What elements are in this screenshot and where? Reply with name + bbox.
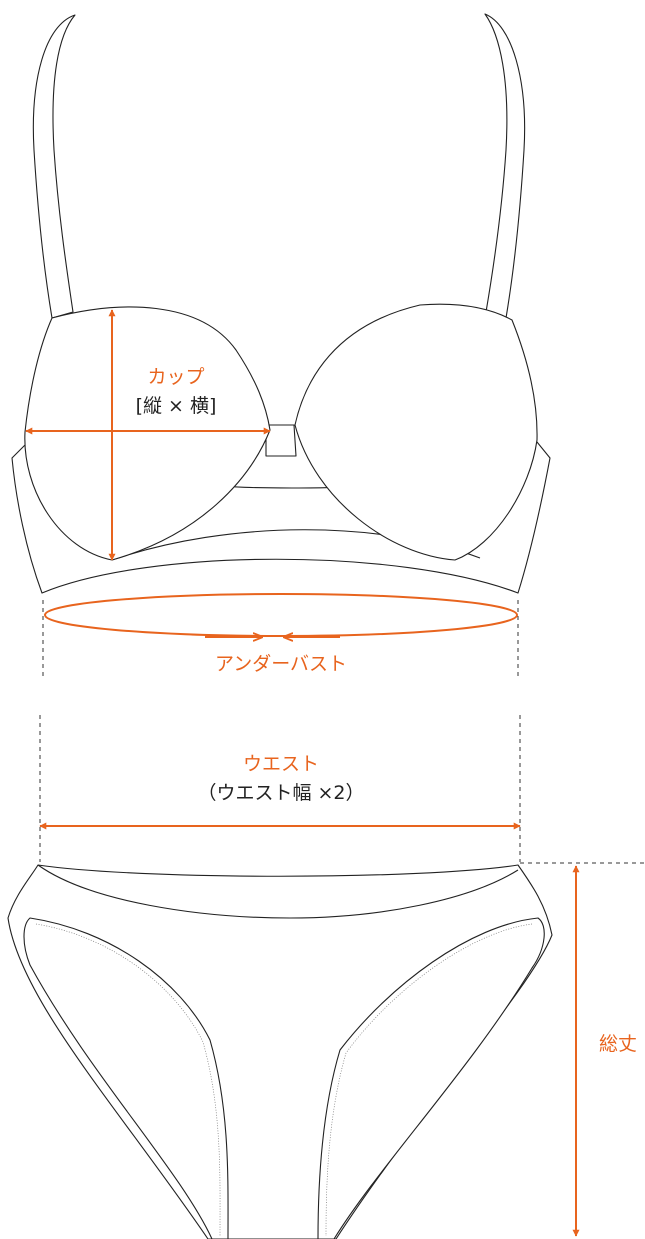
panties-illustration — [7, 864, 553, 1239]
waist-label: ウエスト — [243, 753, 319, 775]
cup-label: カップ — [147, 366, 204, 388]
under-bust-loop — [44, 593, 518, 637]
right-cup — [294, 303, 538, 561]
right-leg-stitch — [325, 923, 533, 1237]
left-leg-opening — [23, 917, 229, 1239]
waist-sublabel: （ウエスト幅 ×2） — [197, 782, 364, 804]
panties-waistband-line — [37, 864, 519, 919]
measurement-marks — [25, 309, 580, 1237]
cup-sublabel: [縦 × 横] — [136, 395, 217, 417]
bra-illustration — [11, 13, 551, 594]
center-gore — [265, 424, 297, 457]
measurement-labels: カップ [縦 × 横] アンダーバスト ウエスト （ウエスト幅 ×2） 総丈 — [136, 366, 637, 1055]
total-length-label: 総丈 — [599, 1033, 637, 1055]
guide-lines — [39, 600, 645, 864]
right-strap — [484, 13, 526, 319]
left-leg-stitch — [35, 923, 221, 1237]
under-bust-label: アンダーバスト — [215, 653, 347, 675]
left-strap — [32, 14, 76, 319]
